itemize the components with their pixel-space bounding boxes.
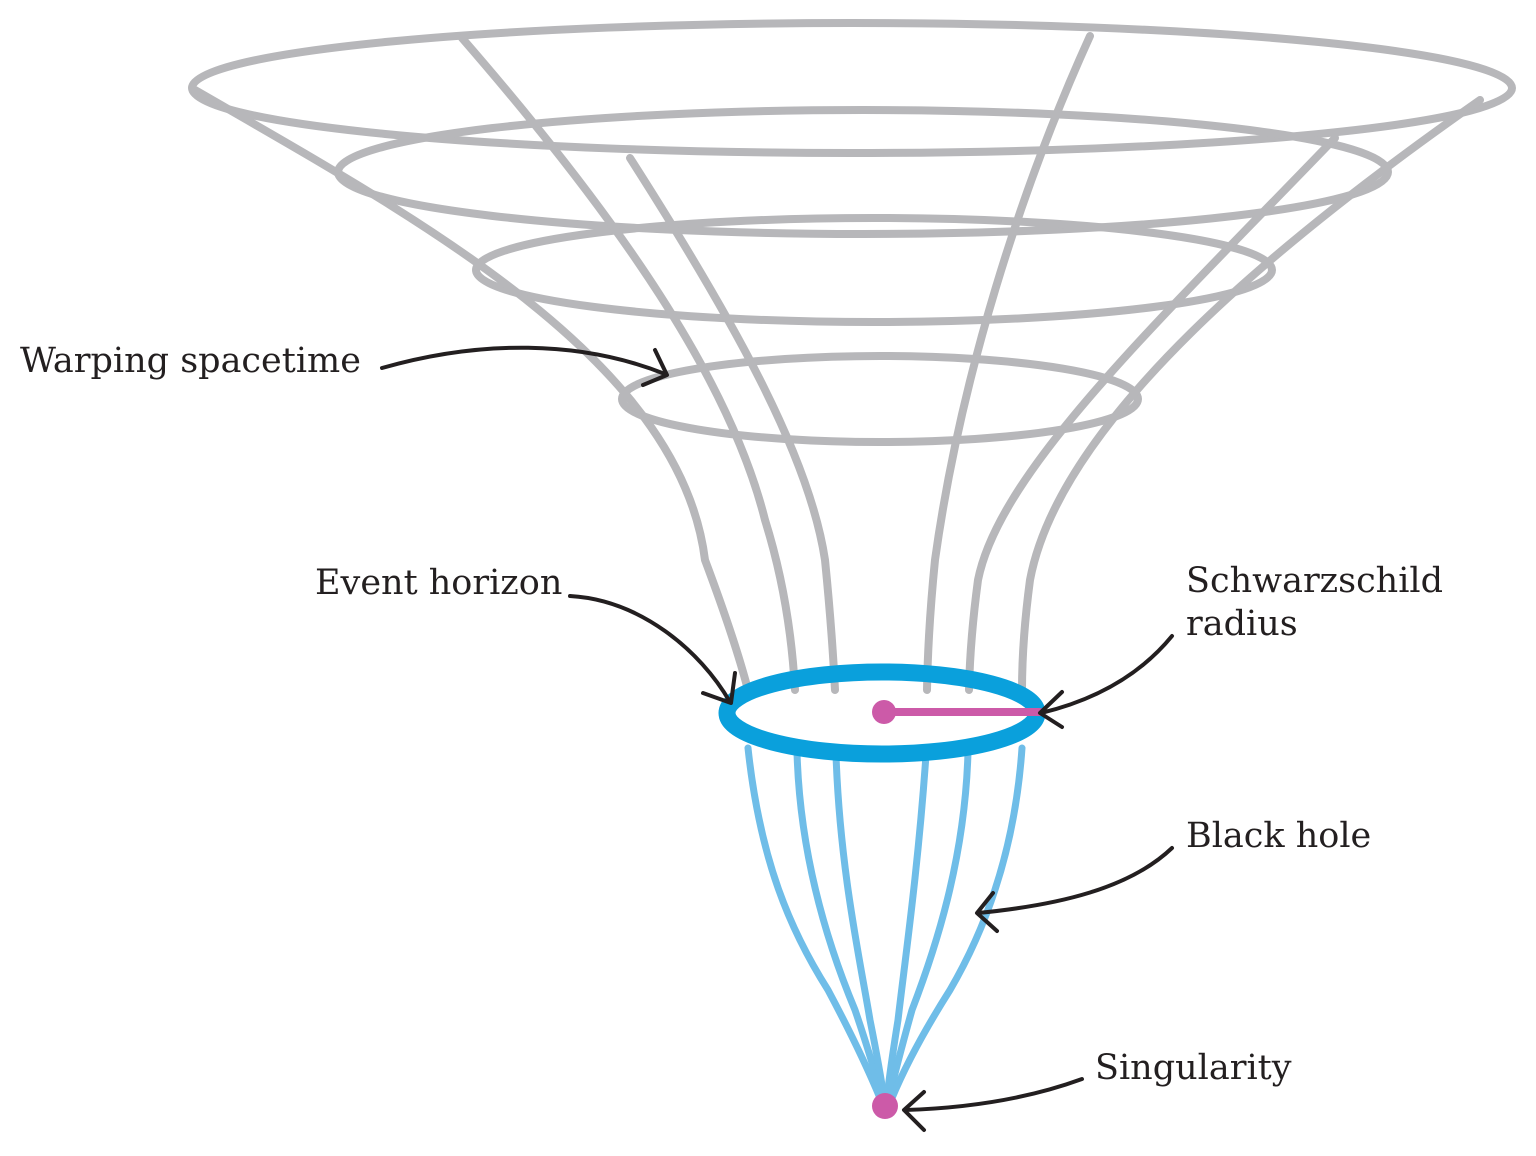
schwarzschild-radius-arrowhead [1038, 690, 1064, 729]
label-warping-spacetime: Warping spacetime [20, 341, 361, 381]
event-horizon-arrow [568, 594, 732, 704]
black-hole-line-1 [744, 744, 884, 1102]
singularity-arrow [903, 1077, 1084, 1112]
warping-spacetime-arrow [380, 345, 667, 376]
schwarzschild-radius-arrow [1039, 634, 1174, 715]
label-schwarzschild-radius-line1: Schwarzschild [1186, 561, 1443, 601]
singularity-arrowhead [902, 1090, 926, 1132]
black-hole-line-4 [883, 751, 930, 1102]
black-hole-line-3 [832, 751, 888, 1102]
black-hole-arrow [976, 846, 1174, 915]
annotation-arrows [380, 345, 1174, 1132]
warping-spacetime-arrowhead [641, 348, 669, 387]
funnel-line-outer-left [191, 86, 752, 694]
event-horizon-arrowhead [701, 671, 737, 705]
funnel-line-inner-right-1 [923, 32, 1094, 694]
black-hole-funnel [744, 744, 1026, 1102]
label-event-horizon: Event horizon [315, 563, 562, 603]
spacetime-ring-3 [472, 214, 1276, 326]
funnel-line-outer-right [1018, 96, 1484, 694]
black-hole-line-2 [793, 748, 886, 1102]
black-hole-arrowhead [975, 891, 999, 933]
spacetime-ring-4 [618, 352, 1142, 446]
spacetime-funnel [188, 19, 1516, 694]
funnel-line-inner-left-2 [626, 154, 839, 694]
center-dot [872, 700, 896, 724]
funnel-line-inner-left-1 [458, 34, 799, 694]
label-schwarzschild-radius-line2: radius [1186, 604, 1298, 644]
spacetime-ring-1 [188, 19, 1516, 157]
singularity-dot [872, 1093, 898, 1119]
black-hole-line-6 [888, 744, 1026, 1102]
label-singularity: Singularity [1095, 1048, 1292, 1088]
funnel-line-inner-right-2 [965, 134, 1339, 694]
black-hole-line-5 [885, 748, 972, 1102]
label-black-hole: Black hole [1186, 816, 1371, 856]
